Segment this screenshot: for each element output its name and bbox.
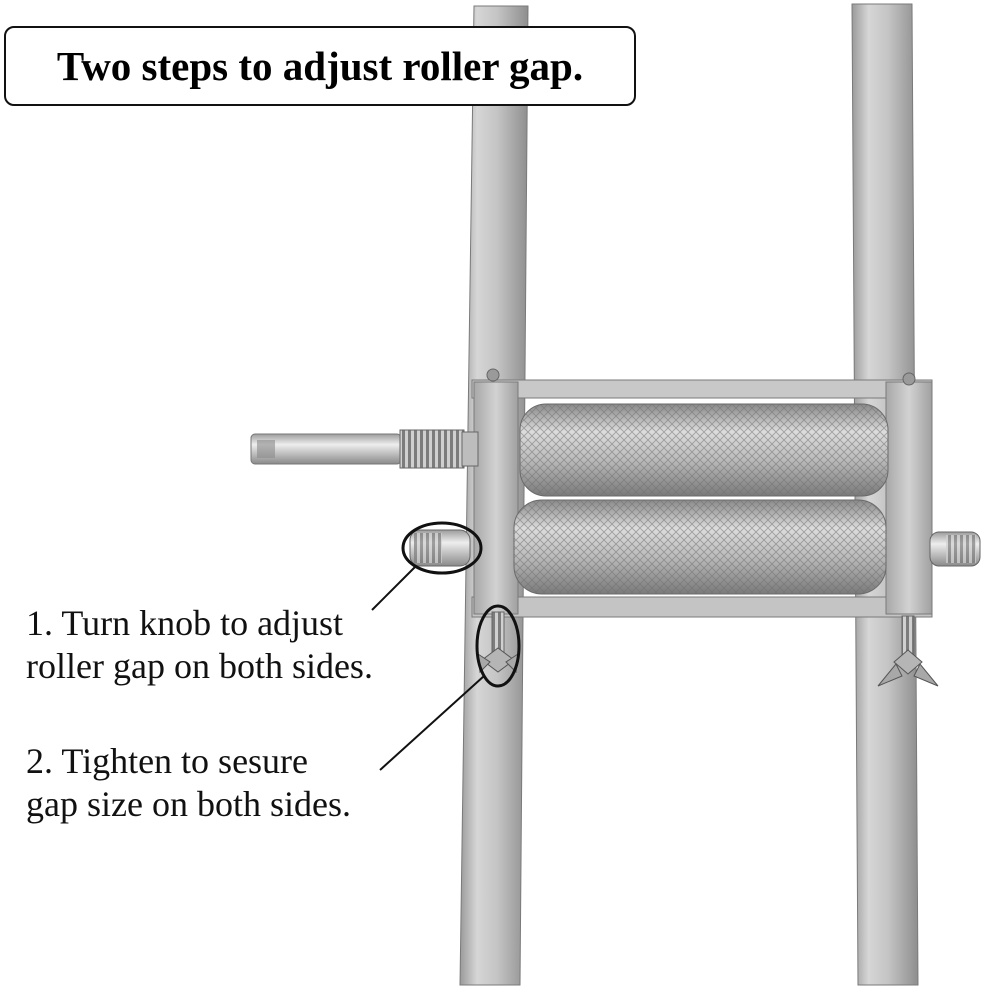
step-2-line-2: gap size on both sides.: [26, 784, 351, 824]
step-1-caption: 1. Turn knob to adjust roller gap on bot…: [26, 602, 373, 688]
step-1-line-1: 1. Turn knob to adjust: [26, 603, 344, 643]
lower-roller: [513, 499, 887, 595]
callout-knob: [371, 521, 483, 611]
upper-roller: [519, 403, 889, 497]
right-vertical-bar: [851, 3, 919, 986]
step-2-line-1: 2. Tighten to sesure: [26, 741, 309, 781]
title-text: Two steps to adjust roller gap.: [56, 43, 584, 89]
step-2-caption: 2. Tighten to sesure gap size on both si…: [26, 740, 351, 826]
roller-frame: [471, 368, 933, 618]
right-wing-nut: [877, 615, 939, 687]
crank-shaft: [250, 429, 479, 469]
left-adjust-knob: [409, 529, 471, 567]
right-adjust-knob: [929, 531, 981, 567]
title-box: Two steps to adjust roller gap.: [4, 26, 636, 106]
callout-wing-nut: [379, 604, 521, 771]
step-1-line-2: roller gap on both sides.: [26, 646, 373, 686]
